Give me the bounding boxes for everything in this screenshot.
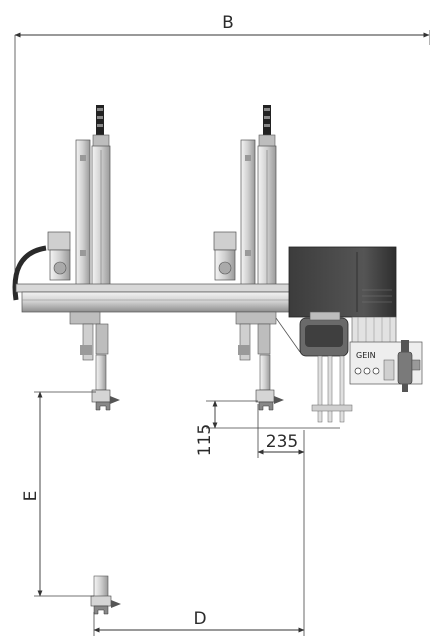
panel-button-3 xyxy=(372,367,380,375)
right-vertical-column xyxy=(213,105,277,291)
dimension-235-label: 235 xyxy=(266,432,298,452)
dimension-235: 235 xyxy=(257,404,305,458)
left-gripper-lower xyxy=(90,575,121,615)
dimension-b-label: B xyxy=(222,13,234,33)
dimension-d-label: D xyxy=(193,609,206,629)
left-vertical-column xyxy=(47,105,111,291)
dimension-115-label: 115 xyxy=(195,424,215,456)
dimension-b: B xyxy=(14,13,430,300)
dimension-d: D xyxy=(93,458,305,636)
right-gripper xyxy=(238,323,284,411)
control-panel: GEIN xyxy=(349,340,423,392)
left-gripper-upper xyxy=(80,323,120,411)
control-cabinet xyxy=(288,246,397,344)
horizontal-beam xyxy=(15,283,301,353)
dimension-e-label: E xyxy=(21,491,41,502)
drive-unit xyxy=(299,311,353,423)
dimension-115: 115 xyxy=(195,400,340,456)
panel-button-1 xyxy=(354,367,362,375)
dimension-e: E xyxy=(21,391,96,597)
control-panel-brand: GEIN xyxy=(356,351,376,360)
cable-chain xyxy=(12,245,47,301)
panel-button-2 xyxy=(363,367,371,375)
